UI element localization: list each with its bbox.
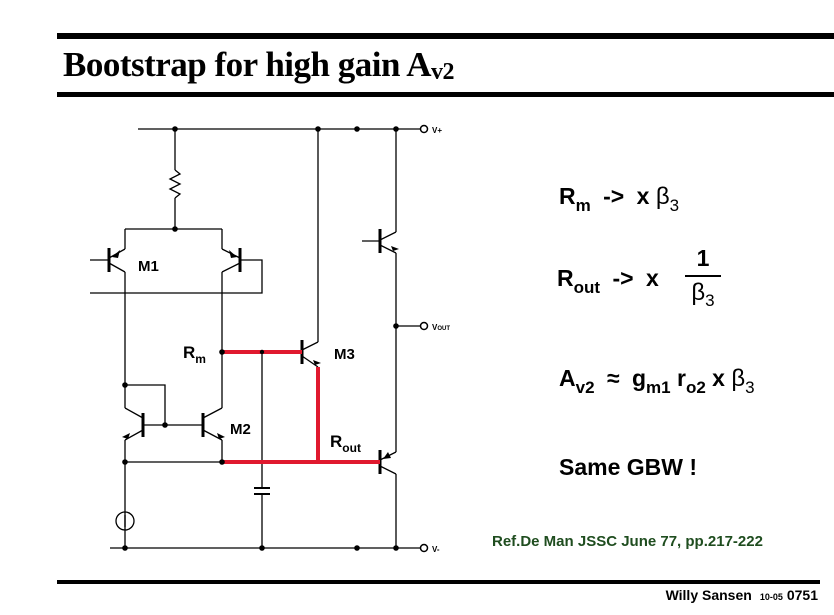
label-vout: VOUT: [432, 323, 450, 332]
label-vplus: V+: [432, 126, 442, 135]
label-vminus: V-: [432, 545, 440, 554]
equation-av2: Av2 ≈ gm1 ro2 x β3: [559, 365, 755, 397]
current-source-symbol: [115, 511, 135, 531]
footer-author: Willy Sansen: [665, 587, 752, 603]
resistor-symbol: [168, 169, 182, 199]
title-bottom-rule: [57, 92, 834, 97]
footer-date: 10-05: [759, 592, 783, 602]
circuit-wires: [90, 128, 420, 549]
reference-citation: Ref.De Man JSSC June 77, pp.217-222: [492, 533, 763, 550]
footer-rule: [57, 580, 820, 584]
label-m3: M3: [334, 346, 355, 363]
vminus-terminal: [419, 543, 429, 553]
footer-slide-number: 0751: [786, 587, 818, 603]
label-rm: Rm: [183, 343, 206, 366]
equation-rm: Rm -> x β3: [559, 183, 680, 215]
fraction-one-over-beta: 1 β3: [685, 245, 721, 311]
title-top-rule: [57, 33, 834, 39]
label-m2: M2: [230, 421, 251, 438]
slide-title: Bootstrap for high gain Av2: [63, 45, 455, 85]
label-rout: Rout: [330, 432, 361, 455]
m1-base-tie: [90, 259, 263, 294]
vout-terminal: [419, 321, 429, 331]
same-gbw-note: Same GBW !: [559, 454, 698, 480]
label-m1: M1: [138, 258, 159, 275]
vplus-terminal: [419, 124, 429, 134]
equation-rout: Rout -> x: [557, 265, 659, 297]
